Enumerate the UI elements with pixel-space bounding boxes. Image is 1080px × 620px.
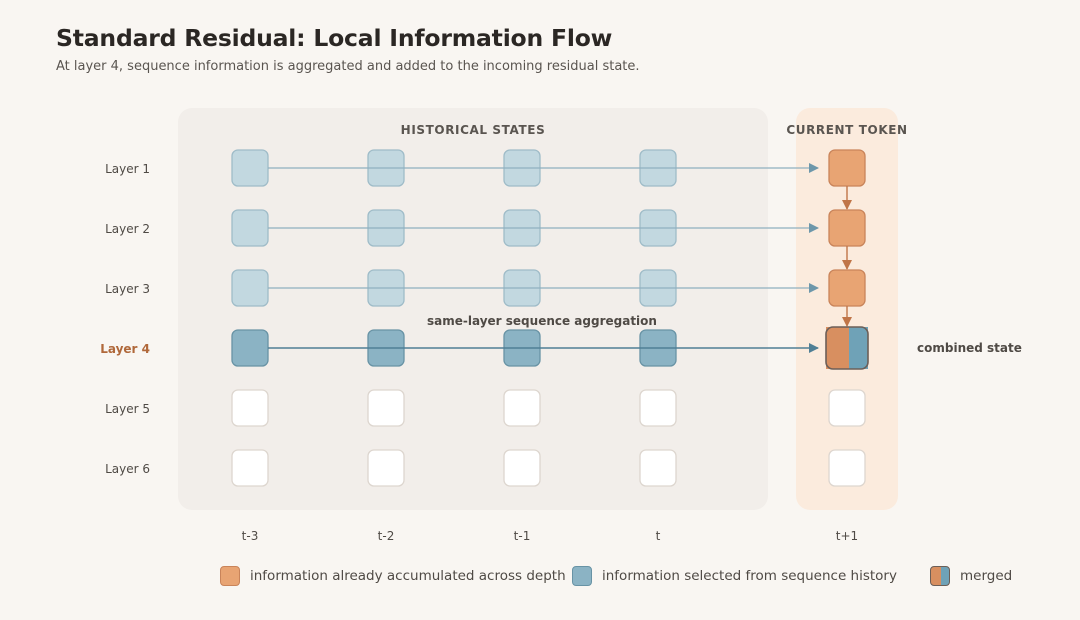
history-state-box <box>639 449 677 487</box>
aggregation-annotation: same-layer sequence aggregation <box>427 314 657 328</box>
legend-selected-label: information selected from sequence histo… <box>602 568 897 584</box>
layer-row: Layer 1 <box>105 149 866 210</box>
layer-row: Layer 6 <box>105 449 866 487</box>
layer-label: Layer 4 <box>100 342 150 356</box>
layer-label: Layer 3 <box>105 282 150 296</box>
history-state-box <box>231 209 269 247</box>
time-step-label: t-2 <box>378 529 395 543</box>
current-state-box <box>828 269 866 307</box>
history-state-box <box>639 389 677 427</box>
history-state-box <box>231 149 269 187</box>
legend-accumulated: information already accumulated across d… <box>220 565 566 587</box>
time-step-label: t-3 <box>242 529 259 543</box>
layer-row: Layer 2 <box>105 209 866 270</box>
history-state-box <box>367 389 405 427</box>
time-step-label: t-1 <box>514 529 531 543</box>
legend-accumulated-label: information already accumulated across d… <box>250 568 566 584</box>
layer-label: Layer 2 <box>105 222 150 236</box>
layer-row: Layer 3 <box>105 269 866 327</box>
history-panel <box>178 108 768 510</box>
legend-merged: merged <box>930 565 1012 587</box>
empty-state-box <box>828 389 866 427</box>
page-subtitle: At layer 4, sequence information is aggr… <box>56 59 640 74</box>
legend-selected: information selected from sequence histo… <box>572 565 897 587</box>
history-state-box <box>367 449 405 487</box>
layer-row: Layer 4 <box>100 326 869 370</box>
page-title: Standard Residual: Local Information Flo… <box>56 24 613 52</box>
history-state-box <box>231 269 269 307</box>
accumulated-swatch <box>220 566 240 586</box>
merged-right-half <box>849 327 868 369</box>
current-step-label: t+1 <box>836 529 858 543</box>
current-token-label: CURRENT TOKEN <box>786 123 907 137</box>
layer-row: Layer 5 <box>105 389 866 427</box>
history-state-box <box>231 389 269 427</box>
history-panel-label: HISTORICAL STATES <box>401 123 546 137</box>
layer-label: Layer 6 <box>105 462 150 476</box>
history-state-box <box>503 389 541 427</box>
layer-label: Layer 5 <box>105 402 150 416</box>
combined-state-annotation: combined state <box>917 341 1022 355</box>
current-state-box <box>828 149 866 187</box>
merged-left-half <box>826 327 849 369</box>
history-state-box <box>231 329 269 367</box>
history-state-box <box>231 449 269 487</box>
empty-state-box <box>828 449 866 487</box>
history-state-box <box>503 449 541 487</box>
time-step-label: t <box>656 529 661 543</box>
merged-swatch <box>930 566 950 586</box>
current-state-box <box>828 209 866 247</box>
legend-merged-label: merged <box>960 568 1013 584</box>
layer-label: Layer 1 <box>105 162 150 176</box>
combined-state-box <box>825 326 869 370</box>
selected-swatch <box>572 566 592 586</box>
